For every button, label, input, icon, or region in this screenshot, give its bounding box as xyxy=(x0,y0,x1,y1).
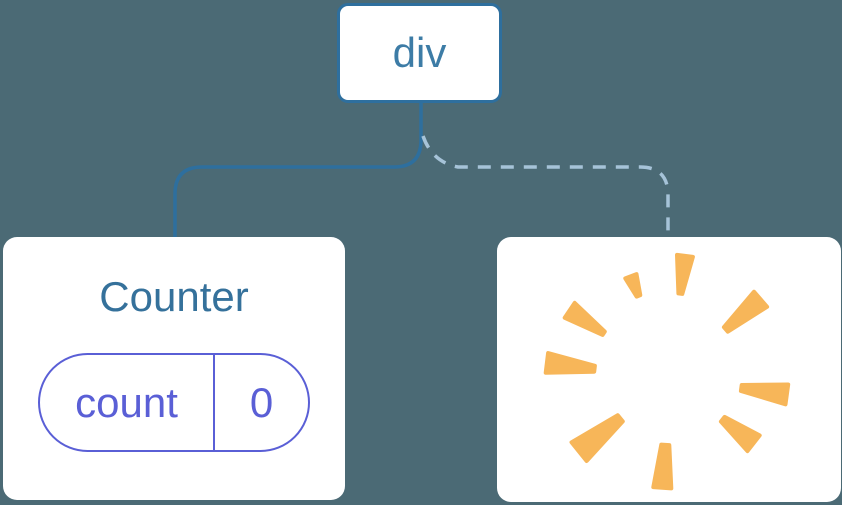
poof-ray xyxy=(675,252,695,296)
poof-ray xyxy=(651,442,674,491)
poof-ray xyxy=(623,272,643,299)
poof-ray xyxy=(718,414,762,454)
node-div: div xyxy=(337,3,502,103)
state-pill: count 0 xyxy=(38,353,310,452)
poof-icon xyxy=(543,252,791,491)
node-counter: Counter count 0 xyxy=(3,237,345,500)
poof-ray xyxy=(738,382,791,407)
state-value-label: 0 xyxy=(249,378,274,426)
counter-title: Counter xyxy=(99,273,249,320)
poof-ray xyxy=(569,413,625,463)
poof-ray xyxy=(721,289,770,334)
poof-ray xyxy=(543,351,597,375)
connector-dashed-line xyxy=(421,135,670,237)
node-div-label: div xyxy=(392,29,447,76)
connector-solid-line xyxy=(173,103,423,237)
node-removed xyxy=(497,237,841,502)
state-key-label: count xyxy=(40,355,215,450)
poof-ray xyxy=(562,300,607,337)
